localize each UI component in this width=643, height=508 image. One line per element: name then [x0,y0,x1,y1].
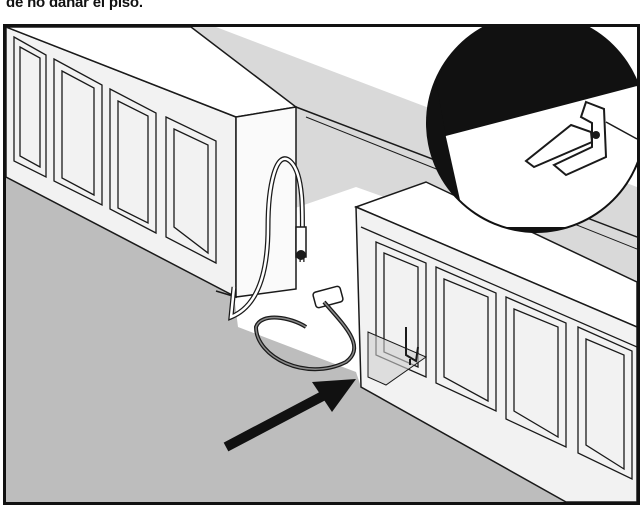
illustration-canvas [6,27,637,502]
installation-illustration [3,24,640,505]
instruction-caption: de no dañar el piso. [6,0,143,11]
